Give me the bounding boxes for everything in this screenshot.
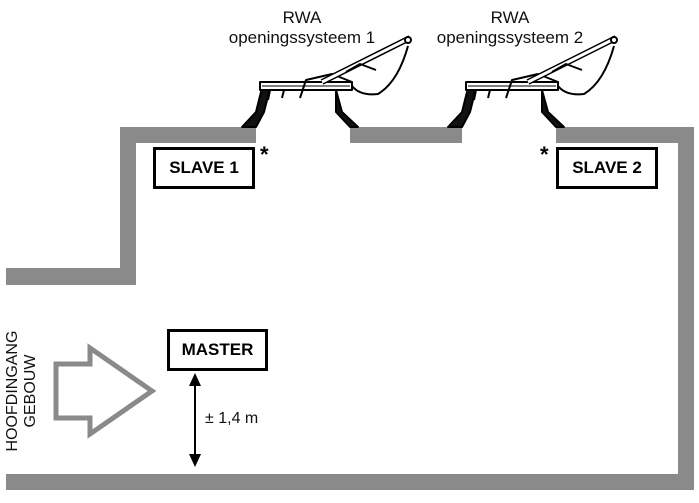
rwa-label-2-line1: RWA [490, 8, 530, 27]
rwa-label-1: RWA openingssysteem 1 [202, 8, 402, 48]
rwa-label-1-line2: openingssysteem 1 [228, 28, 376, 47]
rwa-label-2: RWA openingssysteem 2 [410, 8, 610, 48]
wall-left-horizontal [6, 268, 136, 285]
wall-top-right [556, 127, 694, 143]
slave-2-marker: * [540, 142, 549, 167]
entrance-label: HOOFDINGANG GEBOUW [4, 316, 40, 466]
wall-top-middle [350, 127, 462, 143]
building-walls [6, 127, 694, 490]
rwa-label-2-line2: openingssysteem 2 [436, 28, 584, 47]
entrance-arrow-icon [53, 343, 157, 439]
slave-1-marker: * [260, 142, 269, 167]
wall-bottom [6, 474, 694, 490]
wall-right [678, 127, 694, 490]
rwa-opening-system-1-icon [241, 35, 412, 128]
slave-1-label: SLAVE 1 [169, 158, 239, 177]
master-label: MASTER [181, 340, 254, 359]
rwa-label-1-line1: RWA [282, 8, 322, 27]
wall-inner-vertical [120, 127, 136, 285]
entrance-label-line2: GEBOUW [22, 354, 39, 428]
wall-top-left [120, 127, 256, 143]
master-box: MASTER [167, 329, 268, 371]
slave-2-label: SLAVE 2 [572, 158, 642, 177]
height-note: ± 1,4 m [205, 410, 259, 427]
slave-1-box: SLAVE 1 [153, 147, 255, 189]
rwa-opening-system-2-icon [447, 35, 618, 128]
height-dimension-arrow-icon [189, 373, 201, 467]
slave-2-box: SLAVE 2 [556, 147, 658, 189]
entrance-label-line1: HOOFDINGANG [4, 330, 21, 452]
